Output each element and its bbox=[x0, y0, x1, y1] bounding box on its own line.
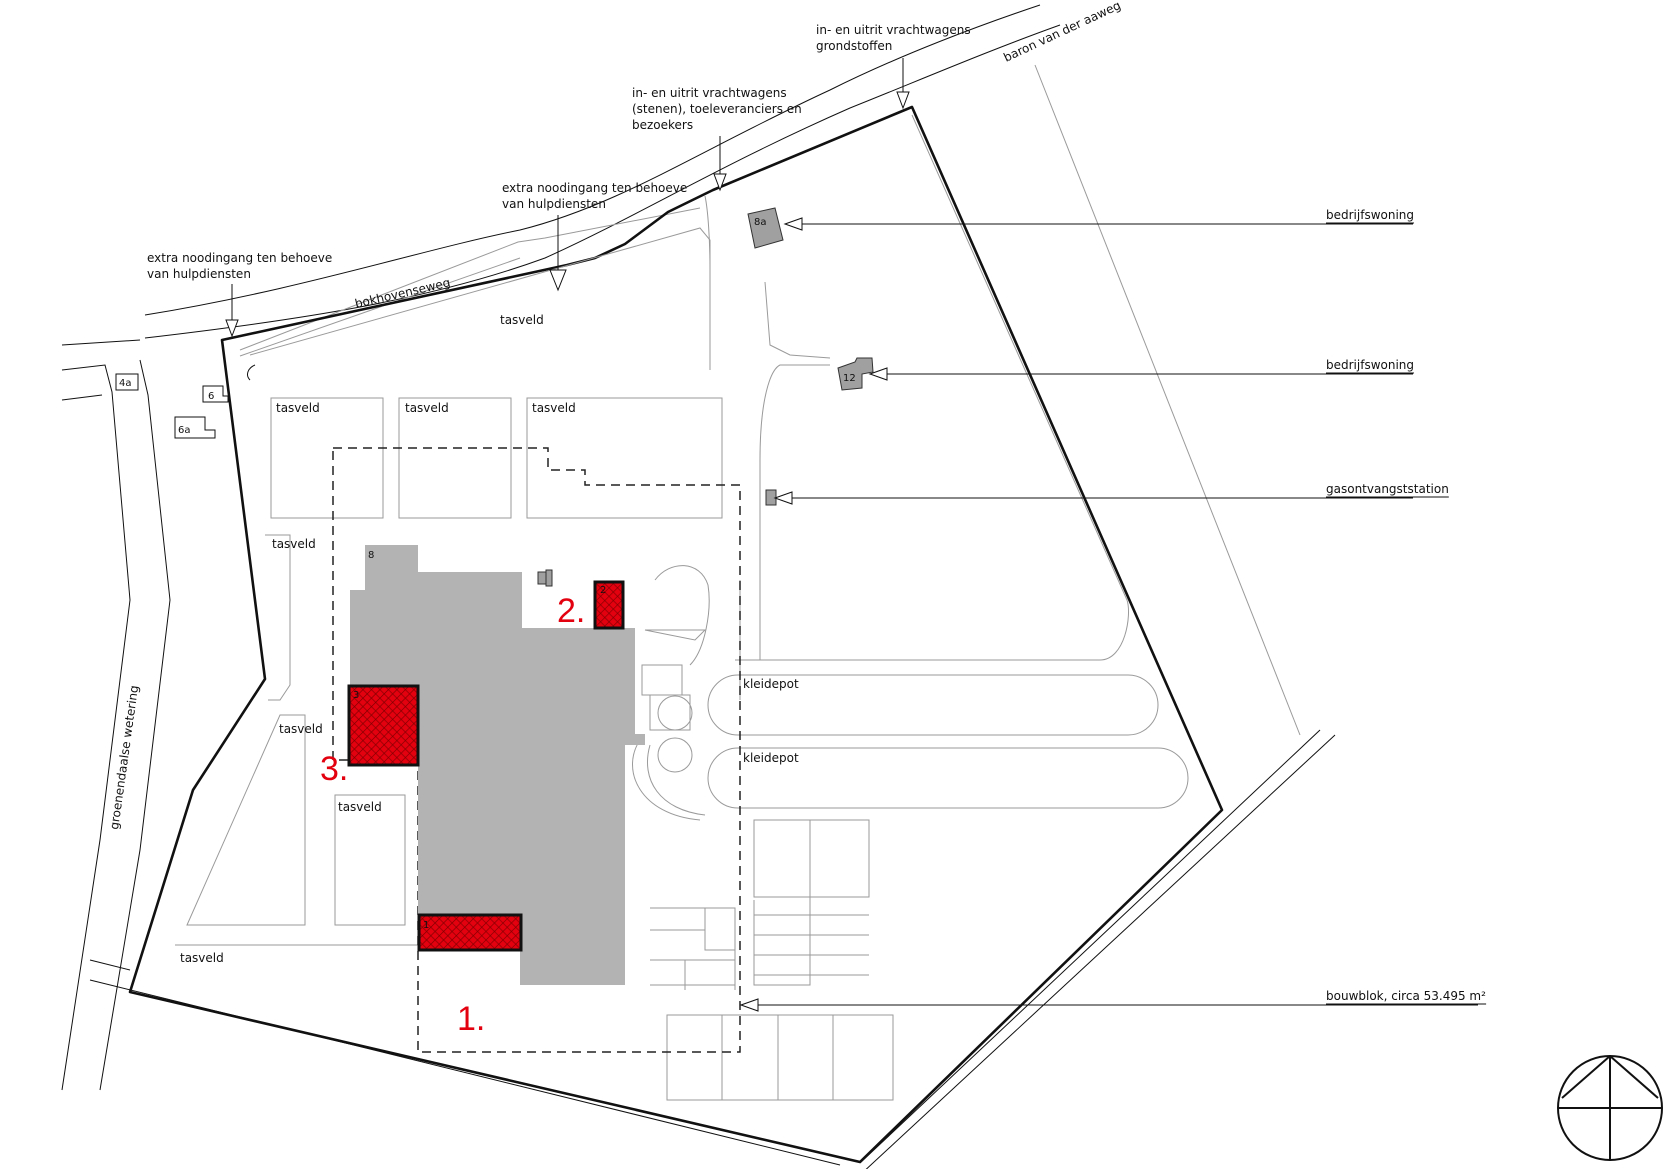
red-building-3-number: 3 bbox=[353, 690, 359, 701]
tasveld-label: tasveld bbox=[500, 313, 544, 327]
north-arrow-icon bbox=[1557, 1055, 1663, 1161]
red-building-1 bbox=[417, 913, 523, 952]
entry-stones-line1: in- en uitrit vrachtwagens bbox=[632, 86, 787, 100]
red-building-2-number: 2 bbox=[600, 585, 606, 596]
marker-1: 1. bbox=[457, 1000, 485, 1038]
label-bouwblok: bouwblok, circa 53.495 m² bbox=[1326, 989, 1486, 1003]
tasveld-label: tasveld bbox=[405, 401, 449, 415]
entry-stones-line3: bezoekers bbox=[632, 118, 693, 132]
road-groenendaalse-wetering bbox=[61, 339, 171, 1091]
tasveld-label: tasveld bbox=[276, 401, 320, 415]
dwelling-8a bbox=[747, 207, 784, 249]
access-roads bbox=[632, 195, 1189, 1101]
tasveld-label: tasveld bbox=[532, 401, 576, 415]
dwelling-8a-number: 8a bbox=[754, 217, 767, 228]
emergency-2-line1: extra noodingang ten behoeve bbox=[502, 181, 687, 195]
road-bokhovenseweg bbox=[144, 4, 1061, 357]
leader-lines bbox=[225, 58, 1478, 1012]
label-bedrijfswoning-2: bedrijfswoning bbox=[1326, 358, 1414, 372]
tasveld-outlines bbox=[175, 114, 1130, 946]
label-bedrijfswoning-1: bedrijfswoning bbox=[1326, 208, 1414, 222]
circular-tanks bbox=[641, 629, 707, 773]
red-building-2 bbox=[593, 580, 625, 630]
dwelling-12-number: 12 bbox=[843, 373, 856, 384]
tasveld-label: tasveld bbox=[338, 800, 382, 814]
road-label-baron: baron van der aaweg bbox=[1001, 0, 1123, 65]
gas-station-building bbox=[765, 489, 777, 506]
tasveld-label: tasveld bbox=[279, 722, 323, 736]
site-boundary bbox=[128, 105, 1224, 1164]
small-building bbox=[545, 569, 553, 587]
label-gasontvangststation: gasontvangststation bbox=[1326, 482, 1449, 496]
road-label-groenendaal: groenendaalse wetering bbox=[107, 684, 141, 830]
building-6a-number: 6a bbox=[178, 425, 191, 436]
entry-stones-line2: (stenen), toeleveranciers en bbox=[632, 102, 802, 116]
tasveld-label: tasveld bbox=[272, 537, 316, 551]
marker-3: 3. bbox=[320, 750, 348, 788]
baron-van-der-aaweg-edge bbox=[1034, 64, 1301, 736]
red-building-3 bbox=[347, 684, 420, 767]
entry-raw-line2: grondstoffen bbox=[816, 39, 892, 53]
entry-raw-line1: in- en uitrit vrachtwagens bbox=[816, 23, 971, 37]
emergency-2-line2: van hulpdiensten bbox=[502, 197, 606, 211]
tasveld-label: tasveld bbox=[180, 951, 224, 965]
west-small-buildings: 6 6a 4a bbox=[115, 364, 256, 439]
building-6-number: 6 bbox=[208, 391, 214, 402]
building-4a-number: 4a bbox=[119, 378, 132, 389]
small-building bbox=[537, 571, 547, 585]
kleidepot-label: kleidepot bbox=[743, 677, 799, 691]
kleidepot-label: kleidepot bbox=[743, 751, 799, 765]
main-building bbox=[350, 545, 645, 985]
dwelling-12 bbox=[837, 357, 874, 391]
red-building-1-number: 1 bbox=[423, 920, 429, 931]
building-8-label: 8 bbox=[368, 550, 374, 561]
emergency-1-line2: van hulpdiensten bbox=[147, 267, 251, 281]
marker-2: 2. bbox=[557, 592, 585, 630]
emergency-1-line1: extra noodingang ten behoeve bbox=[147, 251, 332, 265]
